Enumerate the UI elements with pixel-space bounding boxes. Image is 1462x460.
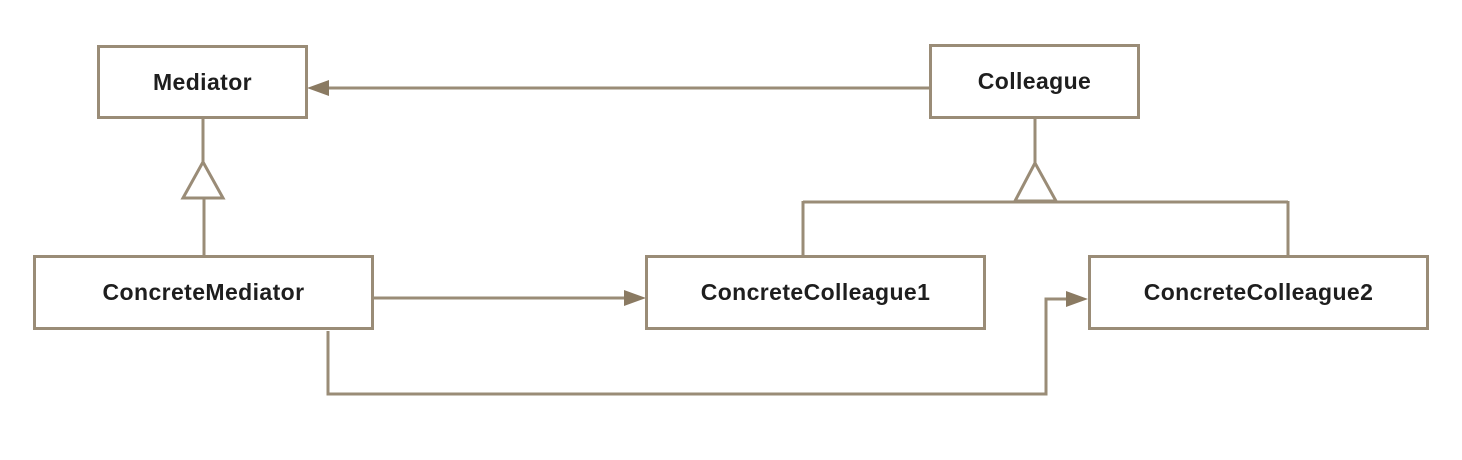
edge-concretemediator-generalizes-mediator	[180, 119, 226, 256]
arrowhead-into-concretecolleague2	[1066, 291, 1088, 307]
edge-colleague-generalization-tree	[801, 119, 1290, 256]
class-box-concrete-colleague2: ConcreteColleague2	[1088, 255, 1429, 330]
class-label-colleague: Colleague	[977, 68, 1092, 94]
class-label-mediator: Mediator	[152, 68, 253, 95]
class-label-concrete-colleague2: ConcreteColleague2	[1143, 279, 1374, 305]
edge-concretemediator-to-concretecolleague1	[374, 290, 646, 306]
class-box-colleague: Colleague	[929, 44, 1140, 119]
class-label-concrete-colleague1: ConcreteColleague1	[700, 279, 931, 305]
arrowhead-into-mediator	[307, 80, 329, 96]
class-box-mediator: Mediator	[97, 45, 308, 119]
class-label-concrete-mediator: ConcreteMediator	[102, 279, 305, 305]
class-box-concrete-mediator: ConcreteMediator	[33, 255, 374, 330]
generalization-triangle-colleague	[1012, 159, 1059, 203]
generalization-triangle-mediator	[180, 158, 226, 200]
edge-concretemediator-to-concretecolleague2	[326, 291, 1088, 396]
edge-colleague-to-mediator	[307, 80, 929, 96]
arrowhead-into-concretecolleague1	[624, 290, 646, 306]
class-box-concrete-colleague1: ConcreteColleague1	[645, 255, 986, 330]
